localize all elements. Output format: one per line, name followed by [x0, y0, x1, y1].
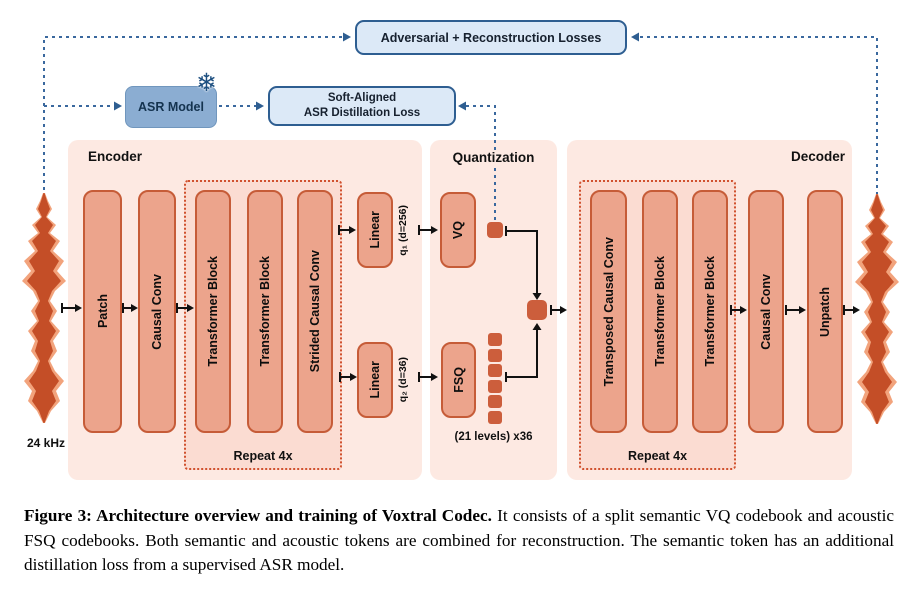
decoder-title: Decoder [790, 149, 845, 164]
block-label: Transformer Block [653, 256, 667, 367]
adversarial-reconstruction-loss-box: Adversarial + Reconstruction Losses [355, 20, 627, 55]
quantization-title: Quantization [430, 150, 557, 165]
combined-token [527, 300, 547, 320]
encoder-block-transformer-1: Transformer Block [195, 190, 231, 433]
block-label: Strided Causal Conv [308, 250, 322, 373]
encoder-title: Encoder [88, 149, 143, 164]
block-label: Causal Conv [759, 273, 773, 350]
decoder-block-transposed-causal-conv: Transposed Causal Conv [590, 190, 627, 433]
acoustic-token [488, 410, 502, 424]
semantic-token [487, 222, 503, 238]
decoder-repeat-label: Repeat 4x [627, 449, 688, 463]
decoder-block-causal-conv: Causal Conv [748, 190, 784, 433]
vq-block: VQ [440, 192, 476, 268]
caption-text: It consists of a split semantic VQ codeb… [24, 506, 894, 575]
acoustic-token [488, 348, 502, 362]
block-label: FSQ [451, 367, 466, 393]
block-label: Transposed Causal Conv [601, 236, 616, 387]
output-waveform [855, 194, 899, 424]
block-label: Linear [368, 211, 382, 249]
figure-caption: Figure 3: Architecture overview and trai… [24, 504, 894, 578]
encoder-block-strided-causal-conv: Strided Causal Conv [297, 190, 333, 433]
block-label: Causal Conv [150, 273, 164, 350]
encoder-block-transformer-2: Transformer Block [247, 190, 283, 433]
q1-dimension-label: q₁ (d=256) [397, 204, 409, 256]
block-label: Transformer Block [206, 256, 220, 367]
block-label: VQ [451, 220, 465, 240]
decoder-block-transformer-2: Transformer Block [692, 190, 728, 433]
block-label: Unpatch [818, 286, 832, 337]
fsq-levels-label: (21 levels) x36 [454, 431, 533, 443]
sample-rate-label: 24 kHz [26, 436, 66, 450]
caption-bold: Figure 3: Architecture overview and trai… [24, 506, 492, 525]
encoder-block-causal-conv: Causal Conv [138, 190, 176, 433]
input-waveform [22, 193, 66, 423]
acoustic-token [488, 364, 502, 378]
acoustic-token [488, 333, 502, 346]
acoustic-token [488, 395, 502, 409]
decoder-block-unpatch: Unpatch [807, 190, 843, 433]
frozen-snowflake-icon: ❄ [196, 69, 217, 97]
encoder-block-patch: Patch [83, 190, 122, 433]
encoder-linear-q1: Linear [357, 192, 393, 268]
encoder-repeat-label: Repeat 4x [233, 449, 293, 463]
acoustic-token [488, 379, 502, 393]
block-label: Patch [95, 294, 110, 329]
fsq-block: FSQ [441, 342, 476, 418]
block-label: Transformer Block [703, 256, 717, 367]
decoder-block-transformer-1: Transformer Block [642, 190, 678, 433]
q2-dimension-label: q₂ (d=36) [397, 357, 409, 403]
asr-distillation-loss-box: Soft-Aligned ASR Distillation Loss [268, 86, 456, 126]
acoustic-token-stack [488, 333, 502, 424]
block-label: Linear [368, 361, 382, 399]
encoder-linear-q2: Linear [357, 342, 393, 418]
block-label: Transformer Block [258, 256, 272, 367]
